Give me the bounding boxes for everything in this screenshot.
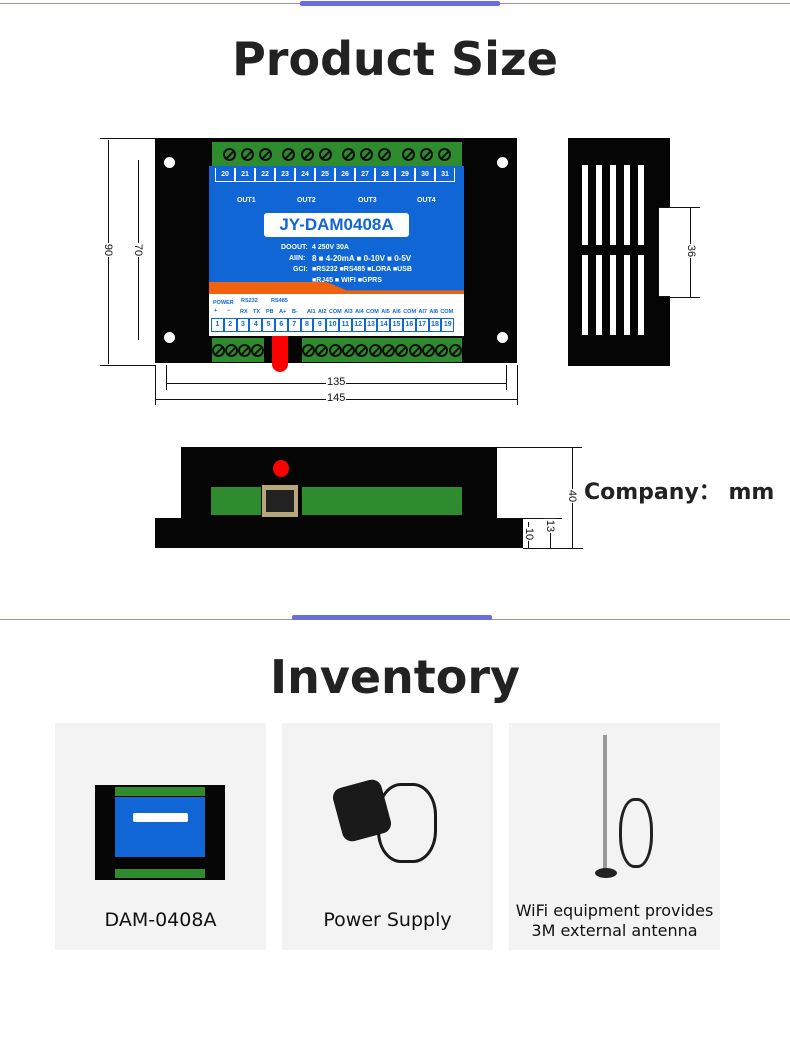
extension-line bbox=[670, 207, 700, 208]
minus-label: − bbox=[227, 308, 231, 314]
unit-label: Company： mm bbox=[584, 480, 775, 505]
rx-label: RX bbox=[240, 309, 248, 315]
inventory-label: WiFi equipment provides bbox=[515, 901, 714, 920]
dim-width-outer: 145 bbox=[326, 392, 347, 404]
terminal-number: 30 bbox=[415, 168, 435, 182]
extension-line bbox=[670, 297, 700, 298]
dim-side-width: 36 bbox=[685, 243, 698, 259]
module-image bbox=[95, 785, 225, 880]
spec-gci-value2: ■RJ45 ■ WIFI ■GPRS bbox=[312, 277, 382, 284]
dim-height-outer: 90 bbox=[102, 242, 115, 258]
terminal-number: 20 bbox=[215, 168, 235, 182]
inventory-card-module: DAM-0408A bbox=[55, 723, 266, 950]
plus-label: + bbox=[214, 308, 218, 314]
antenna-cable bbox=[619, 798, 653, 868]
dim-depth: 40 bbox=[566, 488, 579, 504]
section-title-product-size: Product Size bbox=[232, 32, 558, 86]
mount-hole bbox=[497, 157, 508, 168]
section-title-inventory: Inventory bbox=[269, 650, 521, 704]
antenna-image bbox=[603, 735, 607, 875]
power-label: POWER bbox=[213, 300, 234, 306]
terminal-number: 31 bbox=[435, 168, 455, 182]
pb-label: PB bbox=[266, 309, 274, 315]
extension-line bbox=[497, 447, 582, 448]
extension-line bbox=[506, 365, 507, 390]
rs232-label: RS232 bbox=[241, 298, 258, 304]
extension-line bbox=[517, 365, 518, 405]
inventory-card-antenna: WiFi equipment provides 3M external ante… bbox=[509, 723, 720, 950]
terminal-number: 23 bbox=[275, 168, 295, 182]
side-recess bbox=[658, 207, 670, 297]
model-label: JY-DAM0408A bbox=[264, 213, 409, 237]
terminal-number: 27 bbox=[355, 168, 375, 182]
power-cable bbox=[377, 783, 437, 863]
inventory-label: Power Supply bbox=[323, 909, 452, 931]
terminal-number: 28 bbox=[375, 168, 395, 182]
device-base bbox=[155, 518, 523, 548]
rj45-port bbox=[262, 485, 298, 517]
extension-line bbox=[523, 548, 583, 549]
dim-height-inner: 70 bbox=[132, 242, 145, 258]
output-label: OUT1 bbox=[237, 197, 256, 204]
front-terminal-block bbox=[302, 487, 462, 515]
divider-accent bbox=[292, 615, 492, 620]
bottom-terminal-block bbox=[212, 338, 264, 362]
top-terminal-block bbox=[212, 142, 462, 166]
led-indicator bbox=[273, 460, 289, 477]
spec-gci-label: GCI: bbox=[293, 266, 308, 273]
terminal-number: 21 bbox=[235, 168, 255, 182]
output-label: OUT3 bbox=[358, 197, 377, 204]
mount-hole bbox=[164, 332, 175, 343]
extension-line bbox=[497, 518, 562, 519]
spec-do-label: DOOUT: bbox=[281, 244, 308, 251]
terminal-number: 24 bbox=[295, 168, 315, 182]
rs485-label: RS485 bbox=[271, 298, 288, 304]
output-label: OUT2 bbox=[297, 197, 316, 204]
mount-hole bbox=[497, 332, 508, 343]
spec-gci-value: ■RS232 ■RS485 ■LORA ■USB bbox=[312, 266, 412, 273]
spec-ai-value: 8 ■ 4-20mA ■ 0-10V ■ 0-5V bbox=[312, 254, 412, 263]
extension-line bbox=[155, 365, 156, 405]
extension-line bbox=[100, 138, 155, 139]
a-label: A+ bbox=[279, 309, 287, 315]
inventory-label: DAM-0408A bbox=[104, 909, 217, 931]
spec-do-value: 4 250V 30A bbox=[312, 244, 349, 251]
front-terminal-block bbox=[211, 487, 261, 515]
dim-base: 10 bbox=[523, 526, 536, 542]
output-label: OUT4 bbox=[417, 197, 436, 204]
terminal-number: 29 bbox=[395, 168, 415, 182]
dim-width-inner: 135 bbox=[326, 376, 347, 388]
tx-label: TX bbox=[253, 309, 261, 315]
inventory-card-power-supply: Power Supply bbox=[282, 723, 493, 950]
terminal-number: 25 bbox=[315, 168, 335, 182]
extension-line bbox=[166, 365, 167, 390]
spec-ai-label: AIIN: bbox=[289, 255, 306, 262]
inventory-label-line2: 3M external antenna bbox=[531, 921, 698, 940]
dim-step: 13 bbox=[544, 518, 557, 534]
terminal-number: 26 bbox=[335, 168, 355, 182]
terminal-number: 22 bbox=[255, 168, 275, 182]
bottom-label-area: POWER RS232 RS485 + − RX TX PB A+ B- AI1… bbox=[209, 294, 464, 336]
mount-hole bbox=[164, 157, 175, 168]
extension-line bbox=[100, 365, 155, 366]
antenna-connector bbox=[272, 336, 288, 372]
bottom-terminal-block bbox=[302, 338, 462, 362]
divider-accent bbox=[300, 1, 500, 6]
b-label: B- bbox=[292, 309, 298, 315]
